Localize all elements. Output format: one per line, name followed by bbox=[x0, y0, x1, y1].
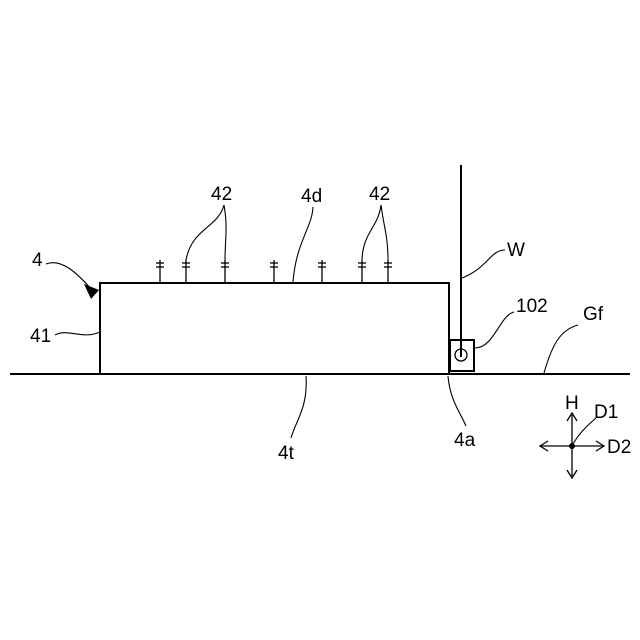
leader-41 bbox=[55, 332, 100, 335]
leader-D1 bbox=[573, 418, 596, 444]
fitting bbox=[270, 260, 278, 283]
fitting bbox=[221, 260, 229, 283]
label-4a: 4a bbox=[454, 430, 476, 451]
leader-42-left-b bbox=[224, 205, 226, 260]
label-D2: D2 bbox=[607, 437, 631, 458]
leader-W bbox=[462, 250, 505, 278]
label-Gf: Gf bbox=[583, 304, 604, 325]
fitting bbox=[358, 260, 366, 283]
leader-4d bbox=[293, 207, 313, 282]
top-fittings bbox=[156, 260, 392, 283]
label-4: 4 bbox=[32, 250, 43, 271]
fitting bbox=[384, 260, 392, 283]
label-H: H bbox=[565, 393, 579, 414]
leader-42-right-b bbox=[381, 205, 388, 260]
label-102: 102 bbox=[516, 296, 548, 317]
fitting bbox=[156, 260, 164, 283]
main-body bbox=[100, 283, 449, 374]
fitting bbox=[318, 260, 326, 283]
leader-102 bbox=[475, 312, 514, 348]
direction-origin-dot bbox=[569, 443, 575, 449]
label-42-left: 42 bbox=[211, 184, 232, 205]
label-D1: D1 bbox=[594, 402, 618, 423]
leader-42-right-a bbox=[362, 205, 381, 260]
leader-42-left-a bbox=[186, 205, 224, 260]
label-41: 41 bbox=[30, 326, 51, 347]
label-4d: 4d bbox=[301, 186, 322, 207]
label-4t: 4t bbox=[278, 443, 295, 464]
label-42-right: 42 bbox=[369, 184, 390, 205]
label-W: W bbox=[507, 240, 525, 261]
leader-4a bbox=[448, 376, 466, 426]
leader-4t bbox=[291, 376, 306, 438]
leader-Gf bbox=[544, 325, 578, 373]
fitting bbox=[182, 260, 190, 283]
arrowhead-icon bbox=[84, 284, 99, 299]
